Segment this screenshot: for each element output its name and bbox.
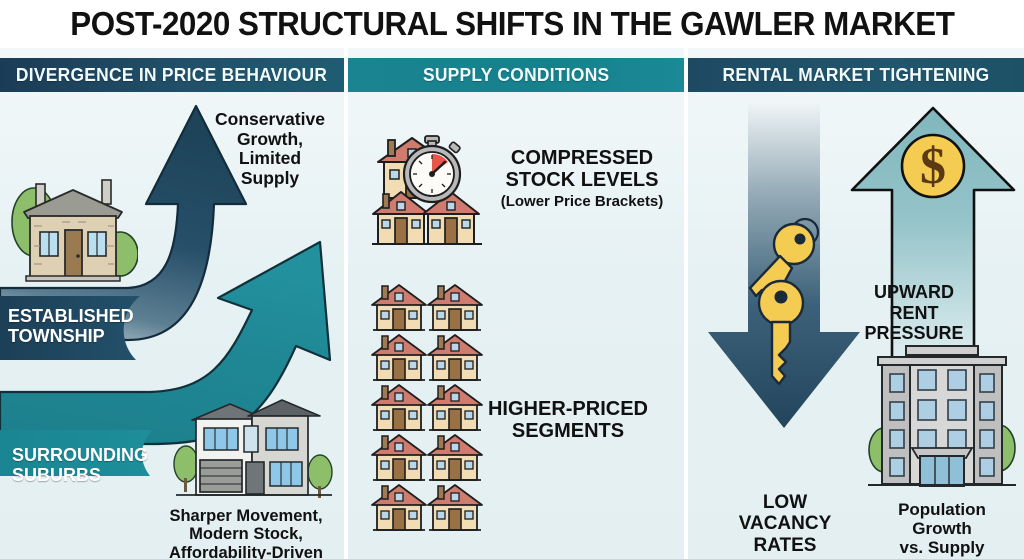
- established-township-label: ESTABLISHED TOWNSHIP: [8, 306, 134, 346]
- panel-header-rental-label: RENTAL MARKET TIGHTENING: [722, 64, 990, 85]
- compressed-stock-heading: COMPRESSED STOCK LEVELS (Lower Price Bra…: [484, 147, 680, 211]
- modern-suburban-house-icon: [173, 399, 333, 498]
- panel-divergence: DIVERGENCE IN PRICE BEHAVIOUR: [0, 48, 344, 559]
- panel-header-supply-label: SUPPLY CONDITIONS: [422, 64, 610, 85]
- stacked-houses-icon: [371, 284, 483, 531]
- panel-header-supply: SUPPLY CONDITIONS: [348, 58, 684, 92]
- down-arrow-with-keys-icon: [708, 104, 860, 428]
- up-arrow-with-dollar-icon: $: [850, 106, 1016, 364]
- panel-header-divergence-label: DIVERGENCE IN PRICE BEHAVIOUR: [16, 64, 328, 85]
- upward-rent-pressure-label: UPWARD RENT PRESSURE: [864, 282, 964, 344]
- panel-header-divergence: DIVERGENCE IN PRICE BEHAVIOUR: [0, 58, 344, 92]
- population-growth-caption: Population Growth vs. Supply: [898, 500, 986, 558]
- title-bar: POST-2020 STRUCTURAL SHIFTS IN THE GAWLE…: [0, 0, 1024, 48]
- divergence-arrows-graphic: [0, 104, 332, 476]
- compressed-stock-subtext: (Lower Price Brackets): [500, 192, 664, 210]
- stone-cottage-icon: [11, 179, 138, 282]
- higher-priced-heading: HIGHER-PRICED SEGMENTS: [487, 398, 648, 443]
- panel-rental: RENTAL MARKET TIGHTENING: [688, 48, 1024, 559]
- panel-divergence-body: ESTABLISHED TOWNSHIP SURROUNDING SUBURBS…: [0, 92, 344, 559]
- panel-header-rental: RENTAL MARKET TIGHTENING: [688, 58, 1024, 92]
- established-township-ribbon: [0, 296, 140, 360]
- low-vacancy-caption: LOW VACANCY RATES: [738, 492, 832, 556]
- surrounding-suburbs-label: SURROUNDING SUBURBS: [12, 445, 149, 485]
- sharper-movement-annotation: Sharper Movement, Modern Stock, Affordab…: [168, 507, 323, 559]
- panel-rental-body: LOW VACANCY RATES: [688, 92, 1024, 559]
- houses-with-stopwatch-icon: [372, 135, 482, 245]
- surrounding-suburbs-ribbon: [0, 430, 152, 476]
- navy-curved-up-arrow: [0, 104, 248, 342]
- panel-supply-body: COMPRESSED STOCK LEVELS (Lower Price Bra…: [348, 92, 684, 559]
- page-title: POST-2020 STRUCTURAL SHIFTS IN THE GAWLE…: [69, 5, 955, 42]
- key-icon-lower: [757, 279, 805, 386]
- panel-supply: SUPPLY CONDITIONS: [344, 48, 688, 559]
- dollar-coin-icon: $: [900, 133, 966, 199]
- columns-container: DIVERGENCE IN PRICE BEHAVIOUR: [0, 48, 1024, 559]
- conservative-growth-annotation: Conservative Growth, Limited Supply: [215, 109, 325, 188]
- stopwatch-icon: [402, 135, 462, 204]
- apartment-building-icon: [868, 345, 1016, 487]
- svg-text:$: $: [920, 138, 946, 195]
